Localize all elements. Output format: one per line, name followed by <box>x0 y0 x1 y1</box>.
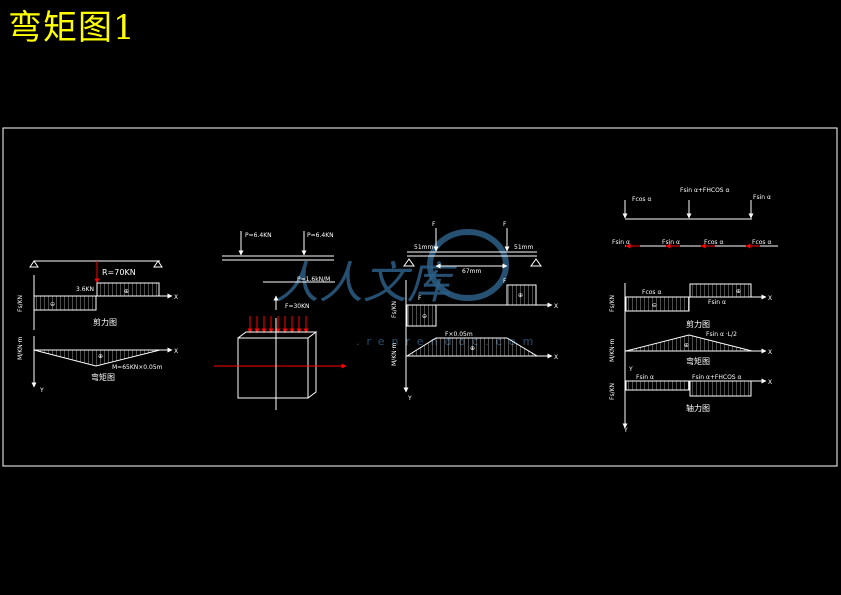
shear-3-plus: ⊕ <box>518 292 523 299</box>
diagram-4-inclined-beam: Fcos α Fsin α+FHCOS α Fsin α Fsin α Fsin… <box>609 187 778 434</box>
shear-block-right <box>96 282 160 297</box>
shear-block-left <box>33 295 97 311</box>
axial-4-axis: Fs/KN <box>609 383 616 400</box>
axial-4-right <box>689 380 752 397</box>
moment-4-plus: ⊕ <box>684 342 689 349</box>
diagram-2-block: P=6.4KN P=6.4KN P=1.6kN/M F=30KN <box>214 231 347 410</box>
shear-4-axis: Fs/KN <box>609 295 616 312</box>
force-label: F=30KN <box>285 303 310 310</box>
axial-4-left <box>625 380 690 391</box>
dim-left: 51mm <box>414 244 433 251</box>
x-axis-label-2: X <box>174 348 178 355</box>
shear-caption: 剪力图 <box>93 317 117 327</box>
y-4-mid-label: Y <box>628 366 633 373</box>
watermark: 人人文库 .renrendoc.com <box>275 229 533 348</box>
shear-4-bottom: Fsin α <box>708 299 726 306</box>
row2-c: Fcos α <box>704 239 723 246</box>
block-3d <box>237 331 318 399</box>
row2-a: Fsin α <box>612 239 630 246</box>
support-3-left <box>403 258 415 267</box>
shear-3-minus: ⊖ <box>422 313 427 320</box>
mark-plus: ⊕ <box>124 288 129 295</box>
moment-axis-label: M/KN·m <box>17 336 24 360</box>
top-mid-label: Fsin α+FHCOS α <box>680 187 730 194</box>
axial-4-caption: 轴力图 <box>686 403 710 413</box>
shear-3-f-left: F <box>418 295 422 302</box>
shear-4-right <box>689 283 752 298</box>
moment-3-trapezoid <box>405 337 539 357</box>
support-right <box>153 260 163 268</box>
moment-value: M=65KN×0.05m <box>112 364 163 371</box>
moment-4-value: Fsin α ·L/2 <box>706 331 737 338</box>
load-arrows <box>247 316 309 334</box>
row2-d: Fcos α <box>752 239 771 246</box>
mark-minus: ⊖ <box>50 301 55 308</box>
load-label-1: P=6.4KN <box>245 232 272 239</box>
shear-4-caption: 剪力图 <box>686 319 710 329</box>
y-4-label: Y <box>623 427 628 434</box>
f-right-label: F <box>503 221 507 228</box>
dist-load-label: P=1.6kN/M <box>297 276 330 283</box>
shear-4-top: Fcos α <box>642 289 661 296</box>
top-left-label: Fcos α <box>632 196 651 203</box>
reaction-label: R=70KN <box>102 268 136 277</box>
top-right-label: Fsin α <box>753 194 771 201</box>
watermark-main: 人人文库 <box>275 258 458 309</box>
x-axis-label: X <box>174 294 178 301</box>
y-3-label: Y <box>407 395 412 402</box>
diagram-1-simple-beam: R=70KN 3.6KN Fs/KN ⊖ ⊕ X 剪力图 M/KN·m ⊕ M=… <box>17 260 178 394</box>
axial-4-right-label: Fsin α+FHCOS α <box>692 374 742 381</box>
shear-axis-label: Fs/KN <box>17 295 24 312</box>
f-left-label: F <box>432 221 436 228</box>
support-3-right <box>530 258 542 267</box>
moment-3-x: X <box>554 354 558 361</box>
moment-caption: 弯矩图 <box>91 372 115 382</box>
moment-triangle <box>33 349 161 367</box>
moment-4-triangle <box>625 334 753 352</box>
shear-3-f-right: F <box>503 278 507 285</box>
moment-4-x: X <box>768 349 772 356</box>
shear-3-axis: Fs/KN <box>391 301 398 318</box>
diagram-3-two-loads: F F 51mm 51mm 67mm Fs/KN F F ⊖ ⊕ X M/KN·… <box>391 221 558 402</box>
moment-4-caption: 弯矩图 <box>686 356 710 366</box>
shear-4-left <box>625 296 690 312</box>
moment-3-plus: ⊕ <box>470 345 475 352</box>
moment-3-axis: M/KN·m <box>391 342 398 366</box>
y-axis-label: Y <box>39 387 44 394</box>
shear-4-plus: ⊕ <box>736 288 741 295</box>
mark-plus-moment: ⊕ <box>98 353 103 360</box>
row2-b: Fsin α <box>662 239 680 246</box>
drawing-frame <box>2 127 838 467</box>
shear-3-left <box>406 304 437 327</box>
axial-4-x: X <box>768 379 772 386</box>
dim-mid: 67mm <box>462 268 481 275</box>
shear-4-x: X <box>768 295 772 302</box>
load-label-2: P=6.4KN <box>307 232 334 239</box>
shear-3-right <box>506 284 537 306</box>
axial-4-left-label: Fsin α <box>636 374 654 381</box>
moment-3-value: F×0.05m <box>445 331 473 338</box>
shear-value: 3.6KN <box>76 286 94 293</box>
support-left <box>29 260 39 268</box>
dim-right: 51mm <box>514 244 533 251</box>
page-title: 弯矩图1 <box>8 8 136 48</box>
shear-3-x: X <box>554 303 558 310</box>
shear-4-minus: ⊖ <box>652 302 657 309</box>
moment-4-axis: M/KN·m <box>609 338 616 362</box>
